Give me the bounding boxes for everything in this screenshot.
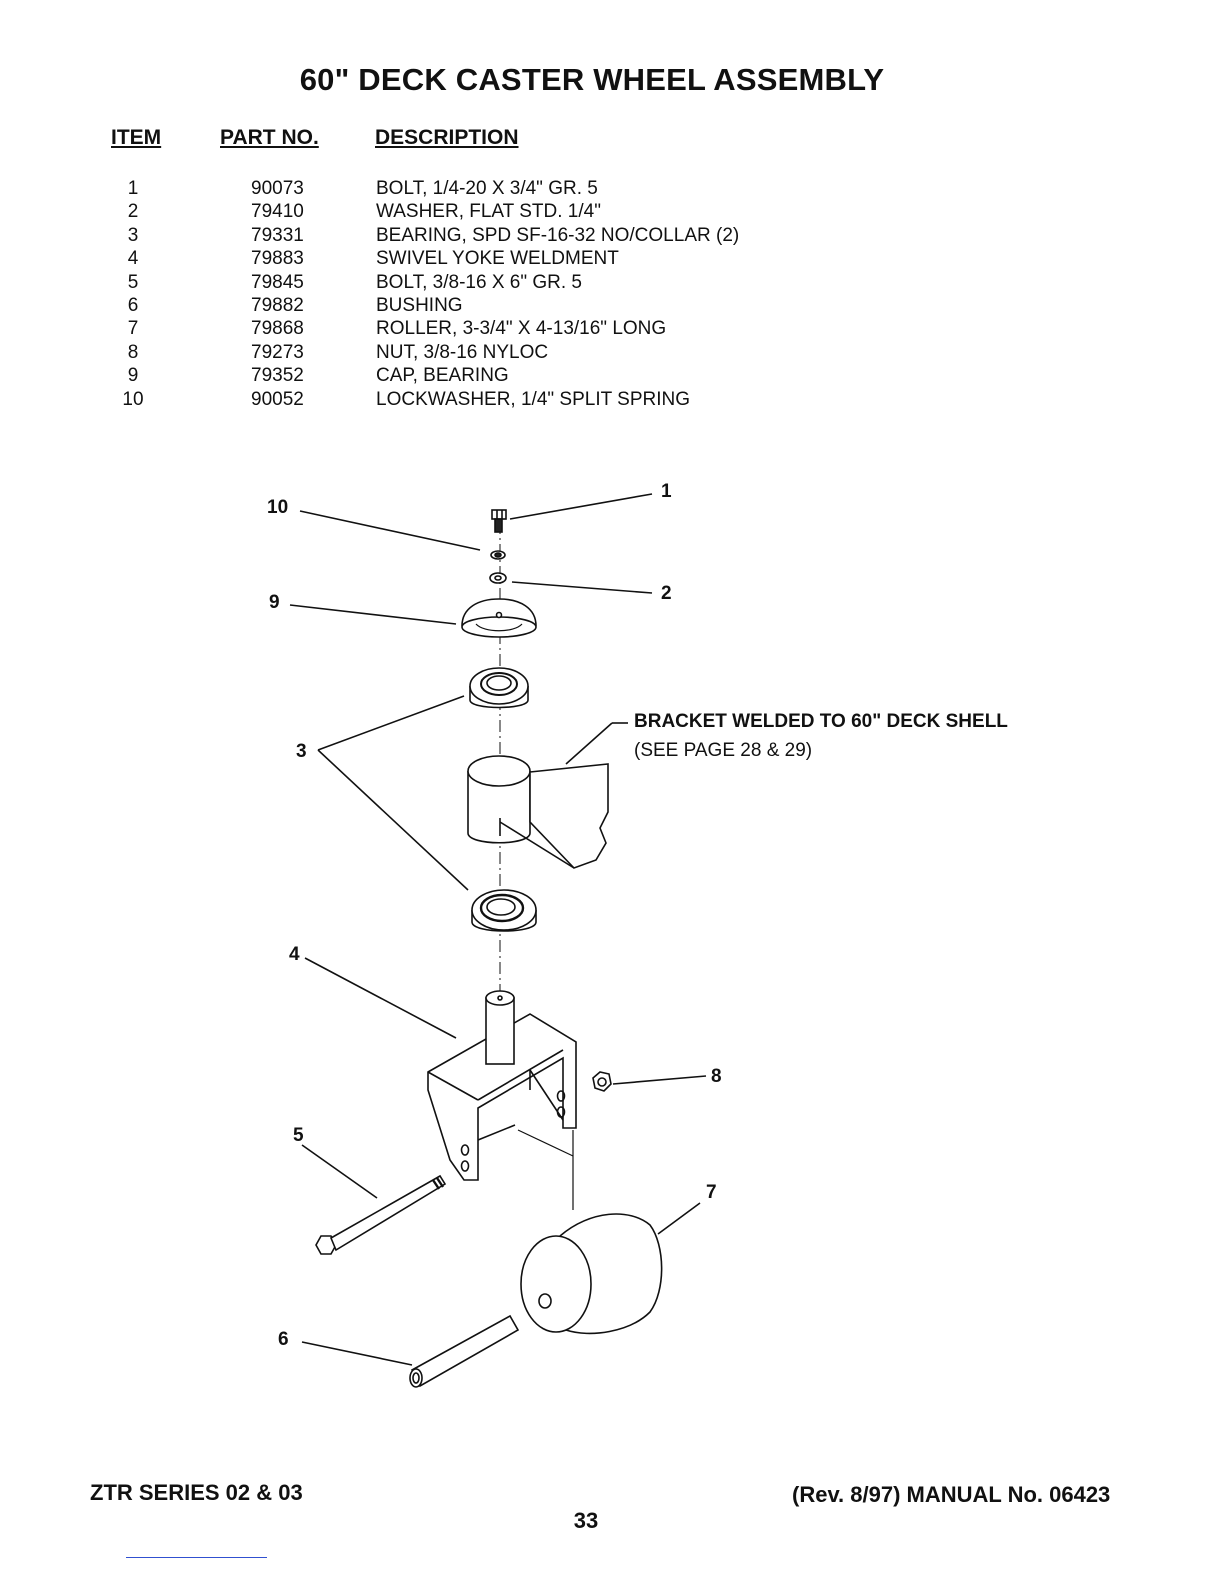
item-number: 3 (127, 224, 139, 246)
callout-10: 10 (267, 497, 288, 518)
item-number: 5 (127, 271, 139, 293)
item-number: 4 (127, 248, 139, 270)
part-description: BEARING, SPD SF-16-32 NO/COLLAR (2) (376, 224, 740, 246)
roller-part (517, 1129, 663, 1335)
callout-3: 3 (296, 741, 307, 762)
part-description: NUT, 3/8-16 NYLOC (376, 341, 549, 363)
page-number: 33 (573, 1508, 599, 1533)
nylock-nut-part (592, 1071, 612, 1092)
part-number: 79882 (251, 294, 304, 316)
part-number: 79352 (251, 365, 304, 387)
header-item: ITEM (111, 126, 162, 149)
part-number: 79331 (251, 224, 304, 246)
parts-row: 9 79352 CAP, BEARING (0, 365, 900, 388)
parts-row: 4 79883 SWIVEL YOKE WELDMENT (0, 248, 900, 271)
bearing-cap-part (461, 598, 537, 638)
item-number: 8 (127, 341, 139, 363)
bolt-part (491, 509, 507, 533)
part-number: 79273 (251, 341, 304, 363)
parts-row: 2 79410 WASHER, FLAT STD. 1/4" (0, 201, 900, 224)
part-description: LOCKWASHER, 1/4" SPLIT SPRING (376, 388, 691, 410)
parts-row: 3 79331 BEARING, SPD SF-16-32 NO/COLLAR (2… (0, 225, 900, 248)
flat-washer-part (489, 572, 507, 584)
part-description: WASHER, FLAT STD. 1/4" (376, 201, 601, 223)
lower-bearing-part (471, 889, 537, 932)
part-description: CAP, BEARING (376, 365, 509, 387)
item-number: 6 (127, 294, 139, 316)
page-title: 60" DECK CASTER WHEEL ASSEMBLY (299, 62, 885, 97)
upper-bearing-part (469, 667, 529, 709)
part-number: 79845 (251, 271, 304, 293)
callout-1: 1 (661, 481, 672, 502)
callout-5: 5 (293, 1125, 304, 1146)
bushing-part (409, 1314, 520, 1388)
bracket-note-line-2: (SEE PAGE 28 & 29) (634, 740, 813, 761)
parts-row: 5 79845 BOLT, 3/8-16 X 6" GR. 5 (0, 272, 900, 295)
lockwasher-part (490, 550, 506, 560)
header-description: DESCRIPTION (375, 126, 519, 149)
part-number: 79883 (251, 248, 304, 270)
parts-row: 1 90073 BOLT, 1/4-20 X 3/4" GR. 5 (0, 178, 900, 201)
part-number: 90052 (251, 388, 304, 410)
part-number: 79868 (251, 318, 304, 340)
item-number: 9 (127, 365, 139, 387)
footer-series: ZTR SERIES 02 & 03 (90, 1480, 303, 1505)
part-number: 90073 (251, 178, 304, 199)
item-number: 10 (122, 388, 144, 410)
callout-8: 8 (711, 1066, 722, 1087)
parts-row: 8 79273 NUT, 3/8-16 NYLOC (0, 342, 900, 365)
callout-7: 7 (706, 1182, 717, 1203)
part-number: 79410 (251, 201, 304, 223)
item-number: 7 (127, 318, 139, 340)
parts-row: 6 79882 BUSHING (0, 295, 900, 318)
callout-4: 4 (289, 944, 300, 965)
callout-6: 6 (278, 1329, 289, 1350)
footer-manual: (Rev. 8/97) MANUAL No. 06423 (792, 1482, 1111, 1507)
part-description: ROLLER, 3-3/4" X 4-13/16" LONG (376, 318, 667, 340)
swivel-yoke-part (427, 990, 577, 1181)
bracket-note-line-1: BRACKET WELDED TO 60" DECK SHELL (634, 711, 1008, 732)
callout-9: 9 (269, 592, 280, 613)
part-description: BUSHING (376, 294, 463, 316)
bottom-rule (126, 1557, 267, 1558)
part-description: BOLT, 1/4-20 X 3/4" GR. 5 (376, 178, 598, 199)
part-description: SWIVEL YOKE WELDMENT (376, 248, 619, 270)
parts-row: 7 79868 ROLLER, 3-3/4" X 4-13/16" LONG (0, 318, 900, 341)
long-bolt-part (315, 1174, 447, 1255)
leader-lines (289, 493, 707, 1366)
header-part-no: PART NO. (220, 126, 319, 149)
item-number: 1 (127, 178, 139, 199)
item-number: 2 (127, 201, 139, 223)
part-description: BOLT, 3/8-16 X 6" GR. 5 (376, 271, 582, 293)
parts-row: 10 90052 LOCKWASHER, 1/4" SPLIT SPRING (0, 389, 900, 412)
deck-bracket-part (467, 755, 609, 869)
callout-2: 2 (661, 583, 672, 604)
